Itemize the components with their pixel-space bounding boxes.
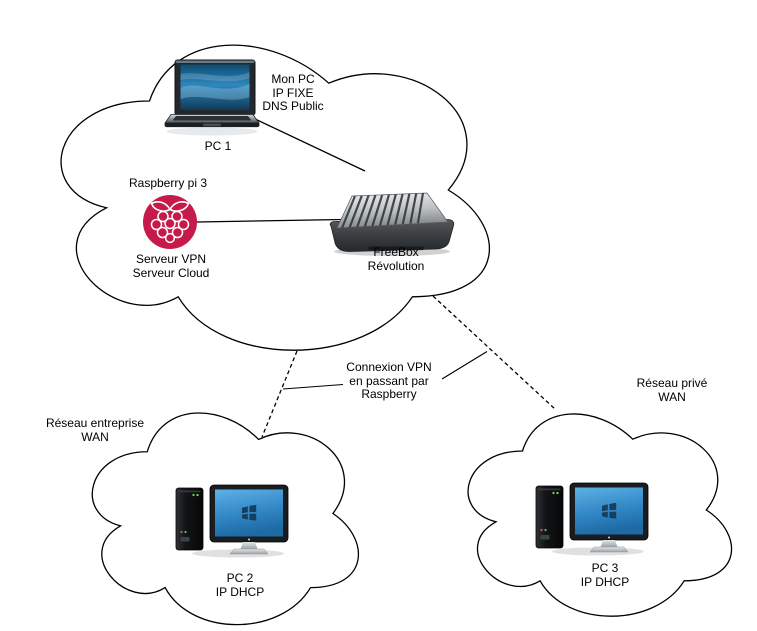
private-cloud-title: Réseau privé WAN	[636, 376, 708, 404]
vpn-label-pointer-left	[282, 383, 344, 390]
pc1-annotation: Mon PC IP FIXE DNS Public	[262, 72, 324, 114]
vpn-connector-left[interactable]	[261, 350, 298, 438]
raspberry-freebox-connector[interactable]	[196, 218, 344, 223]
vpn-link-label-line-2: en passant par	[349, 373, 429, 388]
pc2-label-line-1: PC 2	[226, 571, 254, 585]
raspberry-berry	[150, 210, 190, 244]
vpn-link-label-line-1: Connexion VPN	[346, 360, 432, 374]
pc2-label-line-2: IP DHCP	[215, 584, 265, 599]
enterprise-cloud-title: Réseau entreprise WAN	[45, 416, 145, 444]
pc1-label: PC 1	[204, 139, 232, 153]
freebox-body	[329, 219, 455, 252]
raspberry-subtitle: Serveur VPN Serveur Cloud	[132, 252, 210, 280]
pc3-label: PC 3 IP DHCP	[580, 561, 630, 589]
freebox-label-line-1: FreeBox	[373, 245, 419, 259]
vpn-link-label-line-3: Raspberry	[361, 387, 417, 401]
enterprise-cloud-title-line-1: Réseau entreprise	[45, 416, 145, 430]
freebox-label-line-2: Révolution	[367, 258, 425, 273]
raspberry-title: Raspberry pi 3	[128, 176, 208, 190]
freebox-vents	[340, 193, 425, 228]
pc3-label-line-1: PC 3	[591, 561, 619, 575]
raspberry-subtitle-line-2: Serveur Cloud	[132, 265, 210, 280]
enterprise-cloud-title-line-2: WAN	[81, 429, 109, 444]
vpn-connector-right[interactable]	[432, 295, 557, 411]
raspberry-subtitle-line-1: Serveur VPN	[135, 252, 207, 266]
pc3-label-line-2: IP DHCP	[580, 574, 630, 589]
private-cloud-title-line-2: WAN	[658, 389, 686, 404]
freebox-router-icon[interactable]	[329, 192, 455, 256]
laptop-icon[interactable]	[164, 59, 260, 136]
pc1-annotation-line-2: IP FIXE	[272, 85, 314, 100]
laptop-screen	[180, 64, 250, 110]
freebox-label: FreeBox Révolution	[367, 245, 425, 273]
laptop-reflection	[166, 127, 258, 136]
pc2-label: PC 2 IP DHCP	[215, 571, 265, 599]
raspberry-pi-icon[interactable]	[143, 195, 197, 249]
pc1-annotation-line-1: Mon PC	[271, 72, 315, 86]
laptop-keyboard	[172, 116, 252, 121]
laptop-touchpad	[203, 123, 221, 127]
pc1-freebox-connector[interactable]	[252, 117, 366, 172]
private-cloud-title-line-1: Réseau privé	[636, 376, 708, 390]
vpn-label-pointer-right	[441, 351, 488, 380]
pc1-annotation-line-3: DNS Public	[262, 99, 324, 113]
vpn-link-label: Connexion VPN en passant par Raspberry	[346, 360, 432, 402]
